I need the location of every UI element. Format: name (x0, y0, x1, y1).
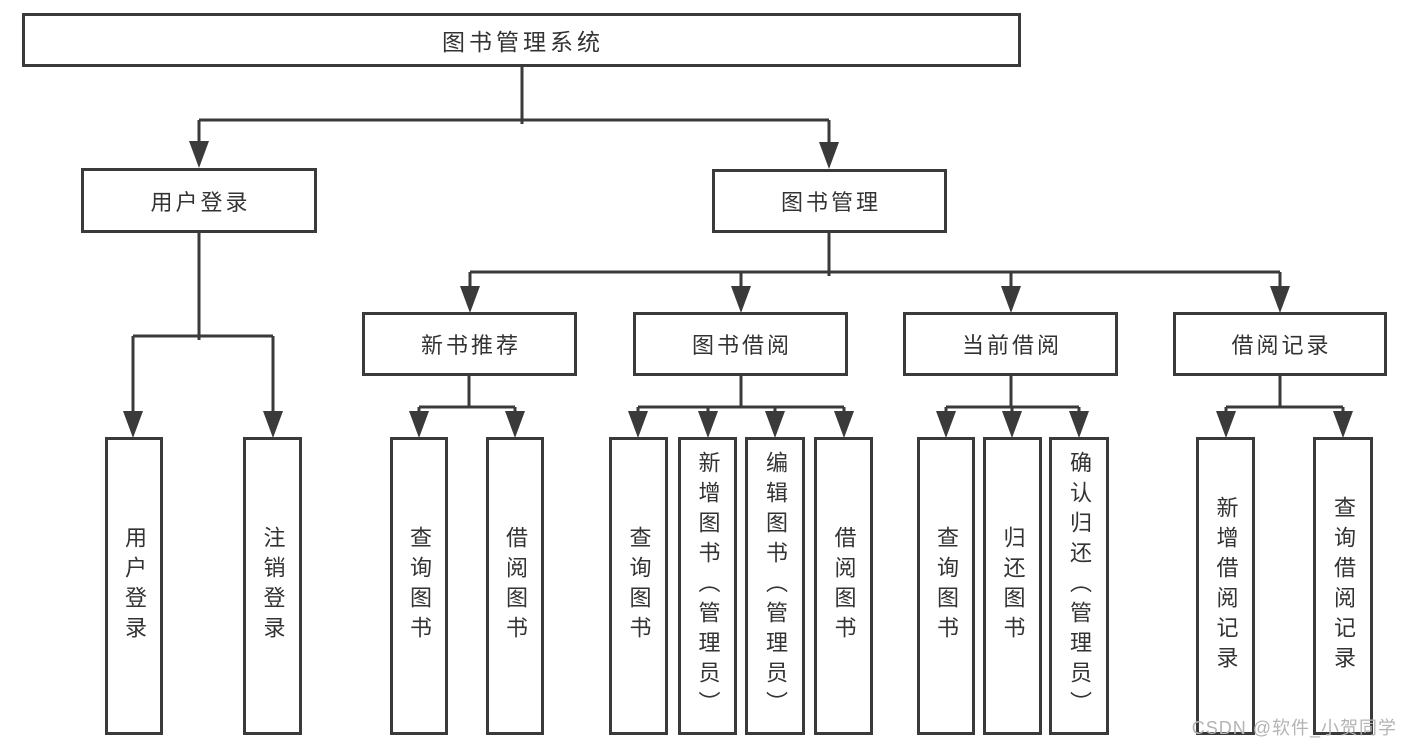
arrowhead (1069, 411, 1089, 438)
leaf-records-query-record: 查询借阅记录 (1313, 437, 1373, 735)
leaf-borrow-edit-books-admin: 编辑图书（管理员） (745, 437, 805, 735)
node-new-book-recommendation: 新书推荐 (362, 312, 577, 376)
leaf-borrow-add-books-admin: 新增图书（管理员） (678, 437, 737, 735)
tree-connectors (123, 67, 1353, 438)
node-book-management: 图书管理 (712, 169, 947, 233)
arrowhead (189, 141, 209, 168)
leaf-logout: 注销登录 (243, 437, 302, 735)
leaf-current-confirm-return-admin: 确认归还（管理员） (1049, 437, 1109, 735)
node-current-borrowing: 当前借阅 (903, 312, 1118, 376)
arrowhead (834, 411, 854, 438)
arrowhead (628, 411, 648, 438)
connector-lines (131, 67, 1345, 414)
node-user-login: 用户登录 (81, 168, 317, 233)
node-root: 图书管理系统 (22, 13, 1021, 67)
arrowhead (698, 411, 718, 438)
arrowhead (505, 411, 525, 438)
leaf-current-return-books: 归还图书 (983, 437, 1042, 735)
arrowhead (765, 411, 785, 438)
arrowhead (409, 411, 429, 438)
arrowhead (819, 142, 839, 169)
leaf-user-login: 用户登录 (105, 437, 163, 735)
arrowhead (1001, 286, 1021, 313)
arrowhead (1333, 411, 1353, 438)
arrowhead (1270, 286, 1290, 313)
arrowhead (263, 411, 283, 438)
leaf-records-add-record: 新增借阅记录 (1196, 437, 1255, 735)
leaf-current-query-books: 查询图书 (917, 437, 975, 735)
leaf-borrow-borrow-books: 借阅图书 (814, 437, 873, 735)
arrowhead (1002, 411, 1022, 438)
leaf-recommend-borrow-books: 借阅图书 (486, 437, 544, 735)
node-borrowing-records: 借阅记录 (1173, 312, 1387, 376)
arrowhead (936, 411, 956, 438)
node-book-borrowing: 图书借阅 (633, 312, 848, 376)
arrowhead (1216, 411, 1236, 438)
arrowhead (460, 286, 480, 313)
arrowhead (123, 411, 143, 438)
leaf-borrow-query-books: 查询图书 (609, 437, 668, 735)
watermark: CSDN @软件_小贺同学 (1191, 718, 1397, 738)
arrowhead (731, 286, 751, 313)
leaf-recommend-query-books: 查询图书 (390, 437, 448, 735)
